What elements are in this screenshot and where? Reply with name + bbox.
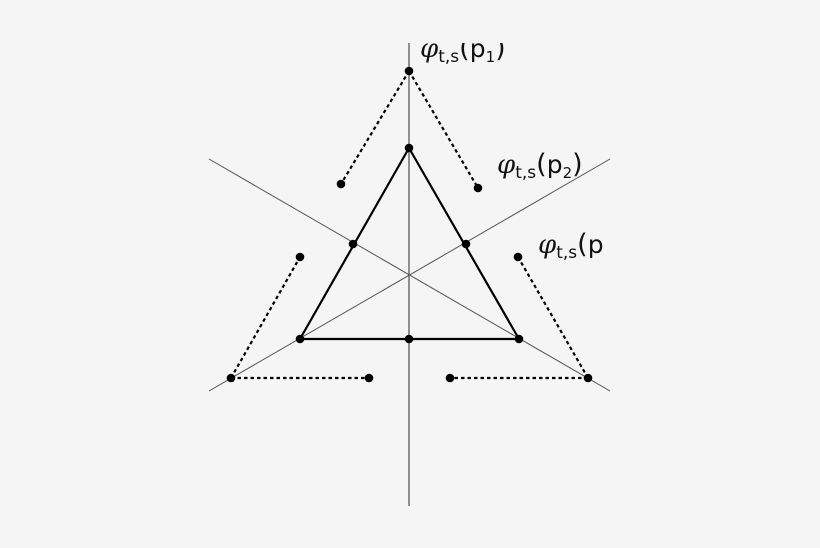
points xyxy=(226,66,593,383)
point-marker xyxy=(473,183,483,193)
dotted-segment xyxy=(230,256,301,379)
close-paren: ) xyxy=(572,149,583,180)
open-paren: ( xyxy=(577,229,588,260)
point-marker xyxy=(404,66,414,76)
argument-subscript: 1 xyxy=(485,48,496,66)
label-phi-p3: φt,s(p xyxy=(538,229,604,262)
point-marker xyxy=(226,373,236,383)
point-marker xyxy=(348,239,358,249)
dotted-segments xyxy=(230,70,589,380)
point-marker xyxy=(295,252,305,262)
figure-clip-region: φt,s(p1) φt,s(p2) φt,s(p xyxy=(0,43,611,548)
subscript: t,s xyxy=(515,163,537,183)
argument: p xyxy=(469,43,486,63)
subscript: t,s xyxy=(438,47,460,67)
phi-symbol: φ xyxy=(420,43,439,64)
open-paren: ( xyxy=(536,149,547,180)
symmetry-axes xyxy=(208,43,611,506)
point-marker xyxy=(461,239,471,249)
dotted-segment xyxy=(340,70,410,185)
subscript: t,s xyxy=(556,243,578,263)
point-marker xyxy=(336,179,346,189)
point-marker xyxy=(513,252,523,262)
point-marker xyxy=(295,334,305,344)
open-paren: ( xyxy=(459,43,470,64)
dotted-segment xyxy=(408,70,479,189)
phi-symbol: φ xyxy=(497,150,516,180)
point-marker xyxy=(404,334,414,344)
phi-symbol: φ xyxy=(538,230,557,260)
point-marker xyxy=(514,334,524,344)
point-marker xyxy=(404,143,414,153)
label-phi-p2: φt,s(p2) xyxy=(497,149,583,182)
argument-subscript: 2 xyxy=(562,164,573,182)
label-phi-p1: φt,s(p1) xyxy=(420,43,506,66)
argument: p xyxy=(587,230,604,259)
dotted-segment xyxy=(517,256,589,379)
close-paren: ) xyxy=(495,43,506,64)
point-marker xyxy=(445,373,455,383)
argument: p xyxy=(546,150,563,179)
diagonal-axis-line xyxy=(208,158,611,392)
point-marker xyxy=(364,373,374,383)
point-marker xyxy=(583,373,593,383)
geometry-figure xyxy=(208,43,611,506)
